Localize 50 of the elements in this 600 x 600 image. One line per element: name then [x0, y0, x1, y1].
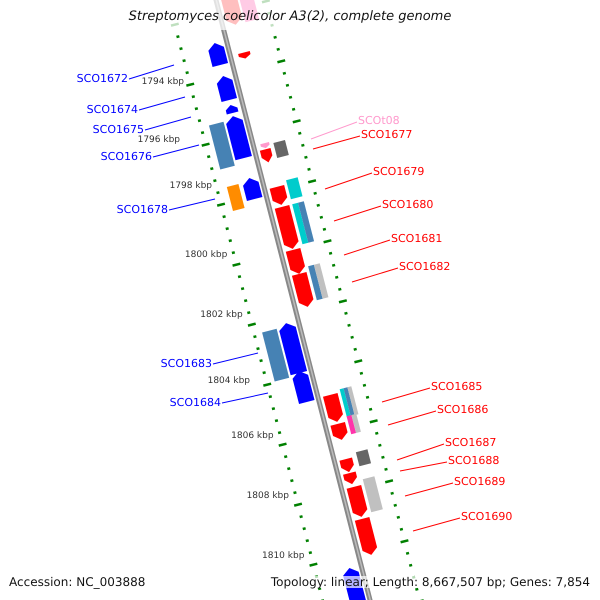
gene-label: SCO1676 [100, 151, 152, 162]
scale-label: 1800 kbp [184, 251, 228, 260]
gene-label: SCO1680 [382, 199, 434, 210]
scale-label: 1804 kbp [208, 377, 250, 386]
gene-label: SCO1682 [399, 261, 450, 272]
scale-label: 1810 kbp [262, 552, 304, 561]
scale-label: 1798 kbp [170, 182, 212, 191]
leader-line [152, 144, 200, 158]
leader-line [212, 352, 258, 364]
scale-label: 1808 kbp [246, 492, 289, 501]
scale-label: 1802 kbp [200, 311, 243, 320]
leader-line [396, 444, 444, 460]
gene-label: SCO1690 [461, 511, 512, 522]
leader-line [334, 206, 382, 222]
gene-label: SCO1678 [116, 204, 168, 215]
gene-label: SCO1675 [92, 124, 144, 135]
scale-label: 1794 kbp [142, 78, 184, 87]
leader-line [412, 518, 460, 532]
leader-line [222, 392, 268, 404]
gene-label: SCO1681 [391, 233, 442, 244]
gene-label: SCO1689 [454, 476, 506, 487]
gene-label: SCO1686 [437, 404, 488, 415]
leader-line [128, 64, 174, 80]
genome-info-label: Topology: linear; Length: 8,667,507 bp; Genes: 7,854 [270, 576, 590, 588]
gene-label: SCO1679 [373, 166, 424, 177]
gene-label: SCO1688 [448, 455, 500, 466]
diagram-title: Streptomyces coelicolor A3(2), complete genome [128, 10, 452, 23]
gene-label: SCO1674 [86, 104, 138, 115]
leader-line [312, 136, 360, 150]
leader-line [324, 172, 372, 190]
scale-label: 1806 kbp [231, 432, 274, 441]
leader-line [404, 482, 454, 496]
leader-line [144, 116, 192, 130]
accession-label: Accession: NC_003888 [9, 576, 146, 588]
leader-line [352, 268, 398, 282]
gene-label: SCO1677 [361, 129, 412, 140]
gene-label: SCO1683 [160, 358, 212, 369]
leader-line [388, 410, 436, 426]
leader-line [138, 96, 186, 110]
leader-line [400, 462, 448, 472]
leader-line [382, 388, 430, 402]
gene-label: SCO1687 [445, 437, 496, 448]
leader-line [310, 122, 358, 140]
gene-label: SCO1672 [76, 73, 128, 84]
leader-line [344, 240, 390, 256]
gene-label: SCOt08 [358, 115, 400, 126]
leader-line [168, 198, 216, 210]
gene-label: SCO1684 [170, 397, 221, 408]
scale-label: 1796 kbp [138, 136, 180, 145]
gene-label: SCO1685 [431, 381, 482, 392]
